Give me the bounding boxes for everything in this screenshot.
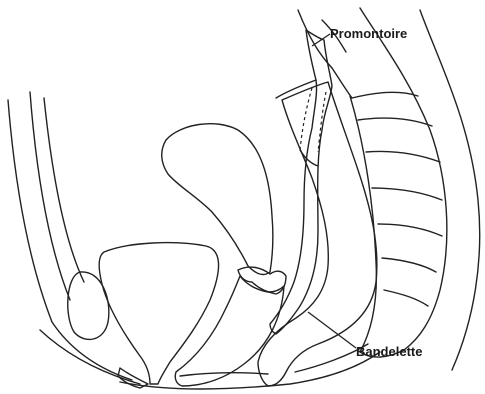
promontory-label: Promontoire xyxy=(330,26,407,41)
strip-label: Bandelette xyxy=(356,344,422,359)
